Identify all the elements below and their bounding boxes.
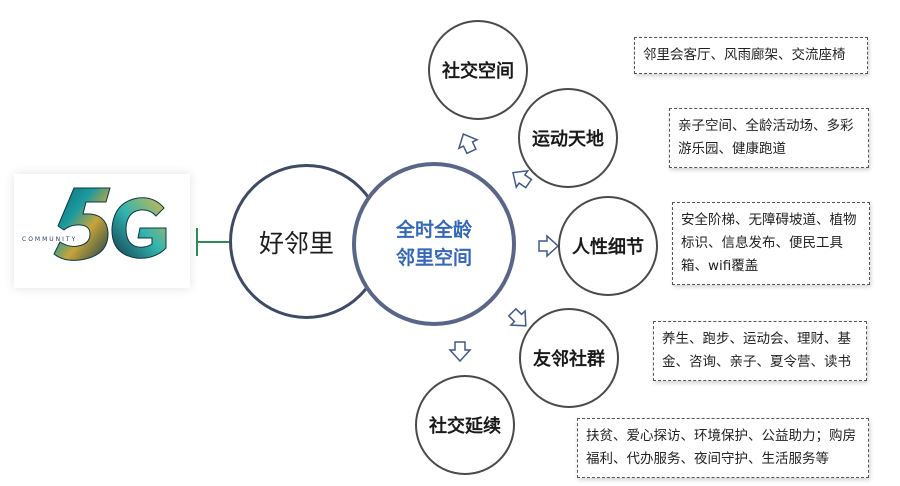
detail-box-humane-details: 安全阶梯、无障碍坡道、植物标识、信息发布、便民工具箱、wifi覆盖 (672, 202, 870, 285)
detail-box-neighbor-community: 养生、跑步、运动会、理财、基金、咨询、亲子、夏令营、读书 (653, 321, 867, 381)
detail-box-sports: 亲子空间、全龄活动场、多彩游乐园、健康跑道 (669, 108, 869, 168)
detail-box-social-continuation: 扶贫、爱心探访、环境保护、公益助力；购房福利、代办服务、夜间守护、生活服务等 (577, 418, 869, 478)
detail-text: 邻里会客厅、风雨廊架、交流座椅 (643, 47, 846, 63)
community-5g-logo: COMMUNITY (14, 174, 190, 288)
detail-text: 扶贫、爱心探访、环境保护、公益助力；购房福利、代办服务、夜间守护、生活服务等 (586, 428, 856, 467)
logo-graphic-icon (53, 187, 167, 261)
node-sports: 运动天地 (518, 88, 618, 188)
good-neighbor-circle: 好邻里 (229, 164, 384, 319)
arrow-down-icon (448, 341, 472, 363)
good-neighbor-label: 好邻里 (258, 228, 334, 258)
detail-text: 亲子空间、全龄活动场、多彩游乐园、健康跑道 (678, 118, 854, 157)
node-label: 运动天地 (532, 129, 604, 150)
node-humane-details: 人性细节 (558, 196, 658, 296)
node-label: 社交空间 (442, 61, 514, 82)
arrow-up-icon (457, 133, 479, 155)
node-neighbor-community: 友邻社群 (519, 308, 619, 408)
arrow-upright-icon (512, 169, 533, 190)
node-label: 社交延续 (429, 416, 501, 437)
arrow-right-icon (538, 234, 560, 258)
logo-wordmark: COMMUNITY (22, 236, 78, 243)
node-label: 人性细节 (572, 237, 644, 258)
detail-box-social-space: 邻里会客厅、风雨廊架、交流座椅 (634, 37, 868, 74)
all-time-space-circle: 全时全龄 邻里空间 (352, 162, 516, 326)
node-social-space: 社交空间 (428, 20, 528, 120)
node-label: 友邻社群 (533, 349, 605, 370)
arrow-downright-icon (507, 307, 527, 327)
detail-text: 安全阶梯、无障碍坡道、植物标识、信息发布、便民工具箱、wifi覆盖 (681, 212, 857, 274)
all-time-space-label: 全时全龄 邻里空间 (395, 219, 472, 269)
detail-text: 养生、跑步、运动会、理财、基金、咨询、亲子、夏令营、读书 (662, 331, 851, 370)
node-social-continuation: 社交延续 (415, 375, 515, 475)
